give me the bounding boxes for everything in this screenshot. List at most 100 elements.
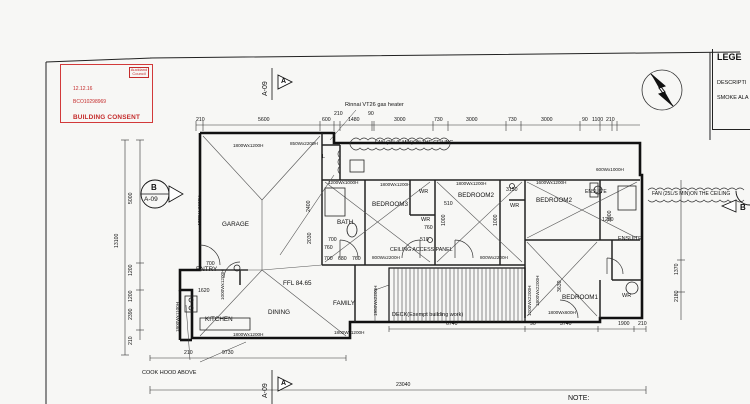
bottom-dim-total: 23040 xyxy=(396,382,411,388)
top-dim-6: 90 xyxy=(368,111,374,117)
window-kitchen-bottom: 1800Wx1200H xyxy=(233,332,264,337)
bottom-dim-3740: 3740 xyxy=(560,321,572,327)
bottom-dim-90: 90 xyxy=(530,321,536,327)
building-consent-stamp: Auckland Council 12.12.16 BCO10298969 BU… xyxy=(60,64,153,123)
top-dim-12: 90 xyxy=(582,117,588,123)
inner-dim-760c: 760 xyxy=(424,225,433,231)
window-garage-top: 1800Wx1200H xyxy=(233,143,264,148)
window-bedroom2: 1600Wx1200H xyxy=(536,180,567,185)
leader-lines xyxy=(185,109,357,363)
room-bath: BATH xyxy=(337,219,354,226)
top-dim-4: 210 xyxy=(334,111,343,117)
bottom-dim-1900: 1900 xyxy=(618,321,630,327)
top-dim-2: 5600 xyxy=(258,117,270,123)
inner-dim-2030: 2030 xyxy=(307,232,313,244)
right-dim-1370: 1370 xyxy=(674,263,680,275)
ceiling-access-note: CEILING ACCESS PANEL xyxy=(390,247,453,253)
inner-dim-510a: 510 xyxy=(444,201,453,207)
window-ensuite: 600Wx1000H xyxy=(596,167,624,172)
inner-dim-1000b: 1000 xyxy=(493,214,499,226)
bottom-dim-210a: 210 xyxy=(638,321,647,327)
room-bedroom3: BEDROOM3 xyxy=(372,201,409,208)
fixtures xyxy=(184,159,639,331)
misc-dim-700b: 700 xyxy=(206,261,215,267)
top-dim-10: 730 xyxy=(508,117,517,123)
left-dim-5000: 5000 xyxy=(128,192,134,204)
room-dining: DINING xyxy=(268,309,291,316)
section-a-top-ref: A-09 xyxy=(262,81,269,96)
wardrobe-3: WR xyxy=(622,293,632,299)
inner-dim-1620: 1620 xyxy=(198,288,210,294)
door-bedroom1-side: 1800Wx2200H xyxy=(535,275,540,306)
section-marker-a-top-icon xyxy=(271,68,294,100)
ensuite-width-dim: 1200 xyxy=(602,217,614,223)
top-dim-8: 730 xyxy=(434,117,443,123)
window-kitchen-side: 1800Wx1100H xyxy=(175,301,180,332)
inner-dim-2400: 2400 xyxy=(306,200,312,212)
section-a-bottom-ref: A-09 xyxy=(262,383,269,398)
left-dim-1200a: 1200 xyxy=(128,264,134,276)
room-ensuite-top: ENSUITE xyxy=(585,189,607,195)
inner-dim-510b: 510 xyxy=(420,237,429,243)
legend-row-description: DESCRIPTI xyxy=(717,80,747,86)
left-dim-2390: 2390 xyxy=(128,308,134,320)
note-label: NOTE: xyxy=(568,395,590,402)
legend-panel: LEGE DESCRIPTI SMOKE ALA xyxy=(712,49,750,130)
inner-dim-3150: 3150 xyxy=(506,187,518,193)
inner-dim-760a: 760 xyxy=(324,245,333,251)
window-family-bottom: 1800Wx1200H xyxy=(334,330,365,335)
exterior-walls xyxy=(178,131,644,342)
north-arrow-icon xyxy=(641,69,683,111)
room-bedroom2-center: BEDROOM2 xyxy=(458,192,495,199)
bottom-dim-9730: 9730 xyxy=(222,350,234,356)
bottom-dim-6740: 6740 xyxy=(446,321,458,327)
gas-heater-note: Rinnai VT26 gas heater xyxy=(345,102,404,108)
room-entry: ENTRY xyxy=(196,266,218,273)
inner-dim-680: 680 xyxy=(338,256,347,262)
section-a-top-letter: A xyxy=(281,78,287,85)
top-dim-13: 1100 xyxy=(592,117,604,123)
top-dim-3: 600 xyxy=(322,117,331,123)
top-dim-7: 3000 xyxy=(394,117,406,123)
revision-clouds xyxy=(337,137,745,203)
top-dim-9: 3000 xyxy=(466,117,478,123)
fan-note-right: FAN (25L/S MIN)ON THE CEILING xyxy=(652,191,731,197)
window-bedroom1-bottom: 1800Wx600H xyxy=(548,310,576,315)
room-family: FAMILY xyxy=(333,300,355,307)
stamp-title: BUILDING CONSENT xyxy=(72,114,141,121)
section-b-right-letter: B xyxy=(740,203,746,212)
section-marker-a-bottom-icon xyxy=(271,370,294,404)
bedroom2-height-dim: 3000 xyxy=(607,210,613,222)
window-bedroom2-center: 1800Wx1200H xyxy=(456,181,487,186)
family-door-dim: 1950Wx2200H xyxy=(373,285,378,316)
left-dim-210: 210 xyxy=(128,336,134,345)
legend-heading: LEGE xyxy=(717,52,742,62)
cook-hood-note: COOK HOOD ABOVE xyxy=(142,370,197,376)
inner-dim-1000a: 1000 xyxy=(441,214,447,226)
right-dim-2180: 2180 xyxy=(674,290,680,302)
laundry-label: L xyxy=(322,154,326,160)
window-bath: 1200Wx1000H xyxy=(328,180,359,185)
misc-dim-700a: 700 xyxy=(328,237,337,243)
top-dim-11: 3000 xyxy=(541,117,553,123)
section-marker-b-right-icon xyxy=(720,190,750,213)
left-dim-1200b: 1200 xyxy=(128,290,134,302)
deck-boards xyxy=(374,267,526,323)
room-ensuite: ENSUITE xyxy=(618,236,642,242)
window-laundry-top: 850Wx2200H xyxy=(290,141,318,146)
bottom-dim-210b: 210 xyxy=(184,350,193,356)
floor-level: FFL 84.65 xyxy=(283,280,312,287)
wardrobe-2: WR xyxy=(510,203,520,209)
window-bedroom3: 1800Wx1200H xyxy=(380,182,411,187)
room-bedroom2: BEDROOM2 xyxy=(536,197,573,204)
dimension-lines xyxy=(121,121,685,394)
room-garage: GARAGE xyxy=(222,221,249,228)
interior-walls xyxy=(200,133,642,322)
inner-dim-700: 700 xyxy=(324,256,333,262)
room-deck: DECK(Exempt building work) xyxy=(392,312,464,318)
roof-lines xyxy=(199,135,638,337)
left-dim-13100: 13100 xyxy=(114,233,120,248)
wardrobe-1: WR xyxy=(419,189,429,195)
fan-note-left: FAN (25L/S MIN)ON THE CEILING xyxy=(375,140,454,146)
